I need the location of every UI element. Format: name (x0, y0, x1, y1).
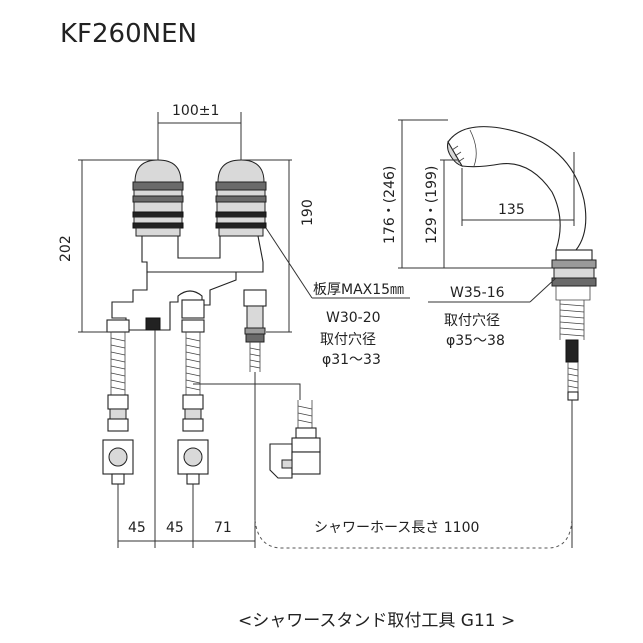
dim-190: 190 (241, 159, 316, 333)
outlet-connector (243, 289, 267, 372)
dim-202: 202 (58, 159, 158, 333)
svg-text:176・(246): 176・(246) (382, 166, 398, 244)
right-handle (215, 159, 267, 237)
dim-100: 100±1 (157, 103, 242, 160)
model-title: KF260NEN (60, 19, 197, 49)
left-handle (132, 159, 184, 237)
dim-129: 129・(199) (424, 159, 458, 268)
dim-bottom: 45 45 71 (117, 330, 256, 548)
hole-left-value: φ31～33 (322, 352, 381, 368)
shower-spout (447, 126, 597, 401)
hose-length: シャワーホース長さ 1100 (254, 400, 573, 549)
shower-hose-coupler (193, 383, 321, 479)
supply-hose-left (102, 319, 134, 485)
hole-left-label: 取付穴径 (320, 332, 376, 348)
svg-text:シャワーホース長さ 1100: シャワーホース長さ 1100 (314, 520, 479, 536)
svg-text:129・(199): 129・(199) (424, 166, 440, 244)
svg-text:45: 45 (166, 520, 184, 536)
thread-left: W30-20 (326, 310, 381, 326)
supply-hose-middle (177, 319, 209, 485)
valve-body (111, 235, 264, 331)
dim-176: 176・(246) (382, 119, 552, 269)
svg-text:135: 135 (498, 202, 525, 218)
w35-note: W35-16 (428, 277, 557, 303)
dim-135: 135 (461, 152, 575, 226)
svg-text:190: 190 (300, 199, 316, 226)
hole-right-label: 取付穴径 (444, 313, 500, 329)
svg-text:45: 45 (128, 520, 146, 536)
svg-text:100±1: 100±1 (172, 103, 219, 119)
hole-right-value: φ35～38 (446, 333, 505, 349)
svg-text:W35-16: W35-16 (450, 285, 505, 301)
svg-text:71: 71 (214, 520, 232, 536)
svg-text:板厚MAX15㎜: 板厚MAX15㎜ (313, 282, 404, 298)
plate-note: 板厚MAX15㎜ (265, 227, 410, 299)
svg-text:202: 202 (58, 235, 74, 262)
caption: <シャワースタンド取付工具 G11 > (238, 611, 515, 631)
